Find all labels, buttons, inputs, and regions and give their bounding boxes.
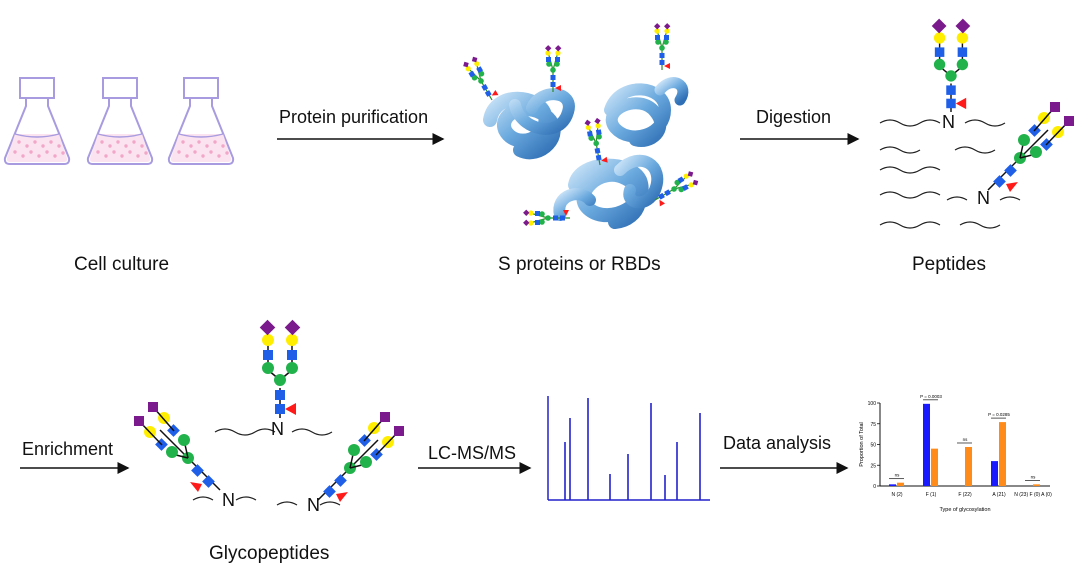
s-protein-cluster — [461, 22, 701, 229]
flask-2 — [86, 77, 154, 165]
label-protein-purification: Protein purification — [279, 107, 429, 127]
x-tick-label: N (23) F (0) A (0) — [1014, 492, 1052, 498]
label-digestion: Digestion — [756, 107, 832, 127]
label-data-analysis: Data analysis — [723, 433, 832, 453]
glycan-bottom-upright — [258, 318, 302, 419]
label-peptides: Peptides — [912, 254, 986, 275]
significance-label: P = 0.0003 — [920, 394, 942, 399]
glycan-peptides-upright — [931, 17, 971, 113]
y-tick-label: 0 — [873, 484, 876, 490]
glycopeptide-squiggles — [192, 428, 341, 506]
residue-n-glyco-3: N — [307, 495, 320, 515]
glycan-bottom-left — [133, 401, 221, 493]
glycan-bottom-right — [317, 411, 405, 503]
bar-orange — [931, 448, 938, 486]
label-enrichment: Enrichment — [22, 439, 114, 459]
flask-1 — [3, 77, 71, 165]
bar-orange — [1033, 484, 1040, 486]
y-tick-label: 50 — [870, 443, 876, 449]
y-axis-label: Proportion of Total — [859, 422, 865, 467]
ms-spectrum — [547, 396, 710, 501]
bar-blue — [991, 461, 998, 486]
label-glycopeptides: Glycopeptides — [209, 543, 330, 564]
residue-n-peptides-1: N — [942, 112, 955, 132]
residue-n-peptides-2: N — [977, 188, 990, 208]
significance-label: ns — [1031, 474, 1037, 479]
residue-n-glyco-1: N — [271, 419, 284, 439]
significance-label: ns — [895, 473, 901, 478]
y-tick-label: 100 — [868, 401, 877, 407]
peptide-squiggles — [879, 119, 1021, 229]
bar-blue — [889, 484, 896, 486]
label-cell-culture: Cell culture — [74, 254, 170, 275]
label-lcms: LC-MS/MS — [428, 443, 517, 463]
bar-orange — [999, 422, 1006, 486]
residue-n-glyco-2: N — [222, 490, 235, 510]
bar-blue — [923, 403, 930, 486]
x-tick-label: A (21) — [992, 492, 1006, 498]
significance-label: P = 0.0285 — [988, 412, 1010, 417]
x-tick-label: F (1) — [926, 492, 937, 498]
significance-label: ns — [963, 437, 969, 442]
x-axis-label: Type of glycosylation — [939, 507, 990, 513]
y-tick-label: 75 — [870, 422, 876, 428]
x-tick-label: F (22) — [958, 492, 972, 498]
y-tick-label: 25 — [870, 463, 876, 469]
bar-orange — [965, 446, 972, 486]
x-tick-label: N (2) — [891, 492, 902, 498]
label-s-proteins: S proteins or RBDs — [498, 254, 661, 275]
flask-3 — [167, 77, 235, 165]
bar-orange — [897, 482, 904, 486]
glycan-peptides-diagonal — [987, 101, 1075, 193]
